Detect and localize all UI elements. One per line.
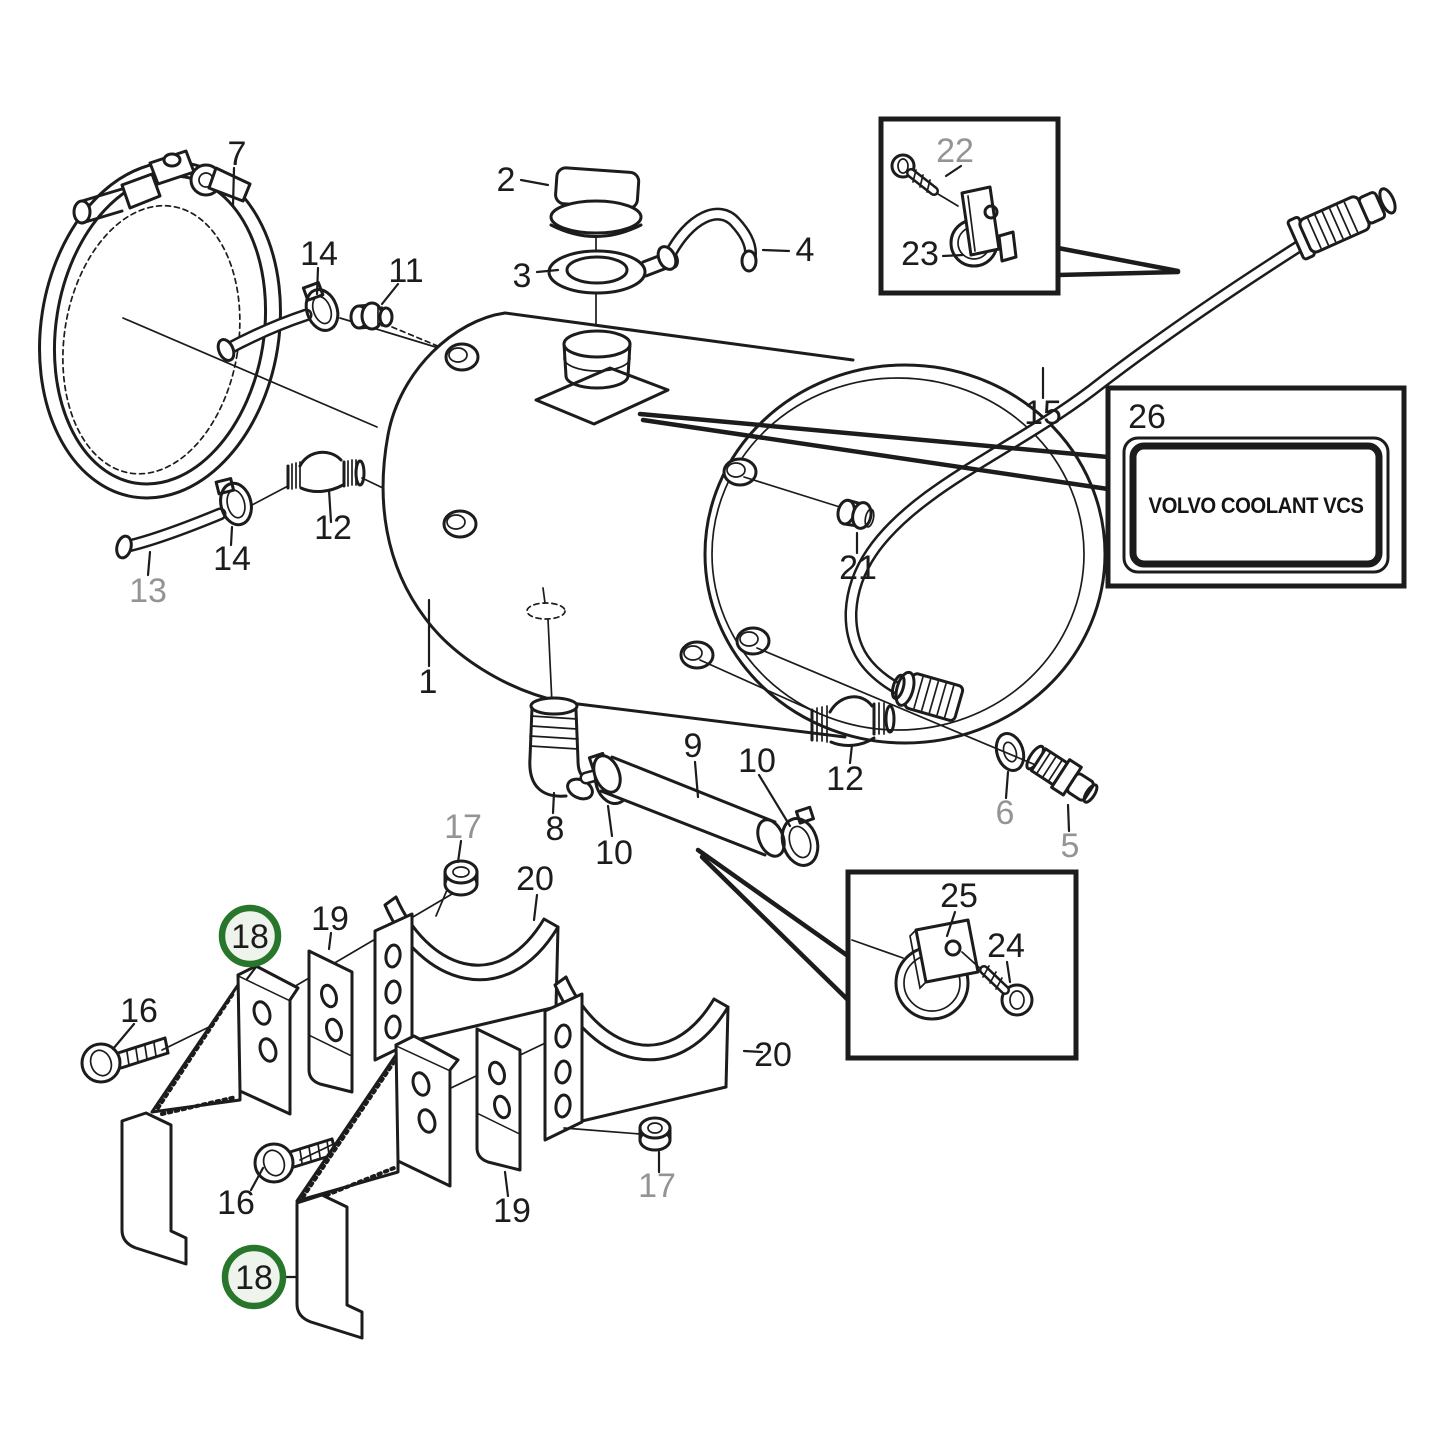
part-label-1: 1 [419, 663, 438, 701]
highlight-badge-18-lower-text: 18 [235, 1259, 273, 1297]
brand-plate-text: VOLVO COOLANT VCS [1149, 493, 1364, 518]
overflow-hose-drawing-15 [844, 187, 1397, 722]
part-label-26: 26 [1128, 398, 1166, 436]
tank-drawing [381, 311, 1107, 745]
cap-drawing [549, 166, 643, 238]
part-label-12a: 12 [314, 509, 352, 547]
part-label-17b: 17 [638, 1167, 676, 1205]
part-label-16b: 16 [217, 1184, 255, 1222]
highlight-badge-18-lower[interactable]: 18 [221, 1244, 287, 1310]
inset-box-clamp [845, 869, 1079, 1061]
part-label-5: 5 [1061, 827, 1080, 865]
highlight-badge-18-upper-text: 18 [231, 918, 269, 956]
part-label-19a: 19 [311, 900, 349, 938]
inset-box-clip [878, 116, 1061, 296]
part-label-2: 2 [497, 161, 516, 199]
part-label-13: 13 [129, 572, 167, 610]
part-number-labels: 7 2 3 4 14 11 12 14 13 1 15 21 22 23 8 1… [120, 132, 1079, 1230]
part-label-4: 4 [796, 231, 815, 269]
part-label-8: 8 [546, 810, 565, 848]
clamp-ring-drawing [38, 149, 378, 500]
part-label-10a: 10 [595, 834, 633, 872]
bracket-group-lower [253, 975, 730, 1340]
part-label-14a: 14 [300, 235, 338, 273]
washer-drawing-6 [756, 647, 1039, 773]
part-label-19b: 19 [493, 1192, 531, 1230]
part-label-14b: 14 [213, 540, 251, 578]
sensor-drawing-5 [1025, 744, 1099, 804]
bracket-group-upper [80, 859, 560, 1266]
callout-wedge-to-brand-plate [637, 411, 1111, 492]
highlight-badge-18-upper[interactable]: 18 [218, 904, 282, 968]
vent-hose-drawing [656, 207, 758, 273]
part-label-23: 23 [901, 235, 939, 273]
part-label-25: 25 [940, 877, 978, 915]
lower-hose-drawing [115, 477, 253, 560]
callout-wedge-to-clip-box [1055, 245, 1181, 278]
plug-drawing-21 [743, 476, 875, 530]
hose-clamp-drawing-10-right [780, 805, 820, 867]
part-label-11: 11 [388, 252, 423, 290]
part-label-10b: 10 [738, 742, 776, 780]
part-label-15: 15 [1024, 394, 1062, 432]
upper-hose-drawing [216, 281, 453, 362]
part-label-12b: 12 [826, 760, 864, 798]
part-label-20a: 20 [516, 860, 554, 898]
part-label-6: 6 [996, 794, 1015, 832]
part-label-22: 22 [936, 132, 974, 170]
part-label-21: 21 [839, 549, 877, 587]
callout-wedge-to-clamp-box [695, 847, 851, 1003]
brand-plate-box: 26 VOLVO COOLANT VCS [1105, 385, 1407, 589]
part-label-9: 9 [684, 727, 703, 765]
part-label-3: 3 [513, 257, 532, 295]
part-label-16a: 16 [120, 992, 158, 1030]
part-label-7: 7 [228, 135, 247, 173]
part-label-24: 24 [987, 927, 1025, 965]
elbow-drawing-12-left [251, 450, 453, 522]
part-label-20b: 20 [754, 1036, 792, 1074]
elbow-drawing-12-bottom [699, 659, 896, 747]
part-label-17a: 17 [444, 808, 482, 846]
label-leader-lines [111, 164, 1071, 1279]
